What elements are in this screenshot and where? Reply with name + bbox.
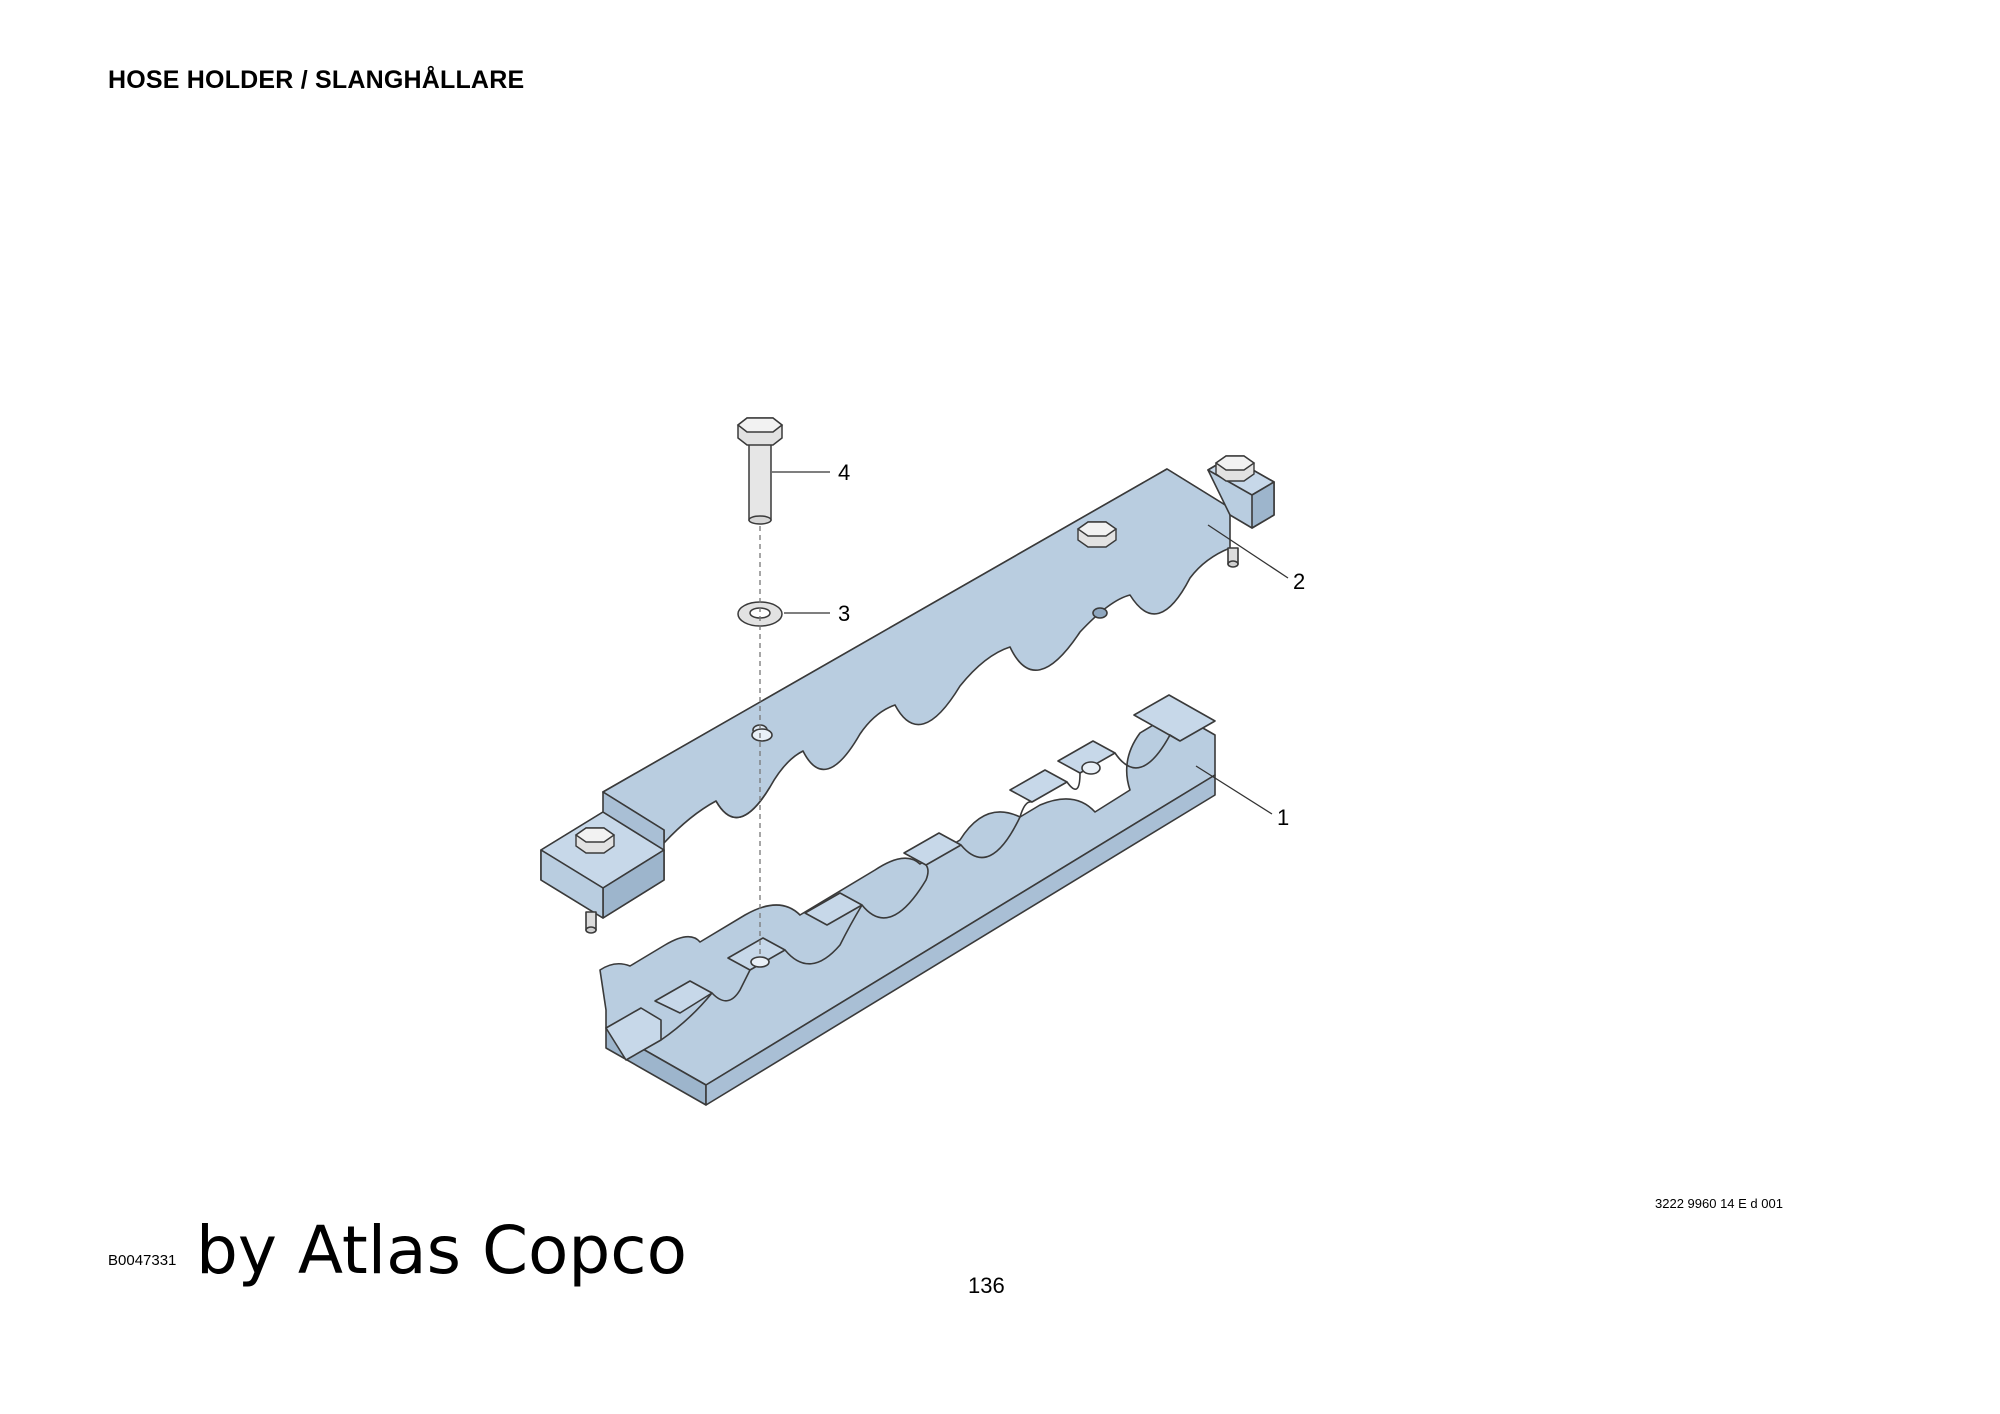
callout-1: 1 [1277, 805, 1290, 830]
callout-leaders [772, 471, 1289, 815]
callout-2: 2 [1293, 569, 1306, 594]
upper-bar-bolt-middle [1076, 521, 1118, 548]
washer [737, 601, 783, 627]
document-reference: 3222 9960 14 E d 001 [1655, 1196, 1783, 1211]
page-number: 136 [968, 1273, 1005, 1298]
upper-bar-bolt-left [574, 827, 616, 854]
page-title: HOSE HOLDER / SLANGHÅLLARE [108, 66, 525, 94]
lower-clamp-bar [599, 694, 1216, 1106]
brand-tagline: by Atlas Copco [196, 1212, 687, 1289]
hex-bolt [736, 417, 784, 525]
callout-4: 4 [838, 460, 851, 485]
callout-3: 3 [838, 601, 851, 626]
figure-id: B0047331 [108, 1252, 177, 1269]
lower-bar-saddles [660, 733, 1181, 1041]
upper-clamp-bar [540, 456, 1275, 934]
upper-bar-bolt-right [1214, 455, 1256, 482]
